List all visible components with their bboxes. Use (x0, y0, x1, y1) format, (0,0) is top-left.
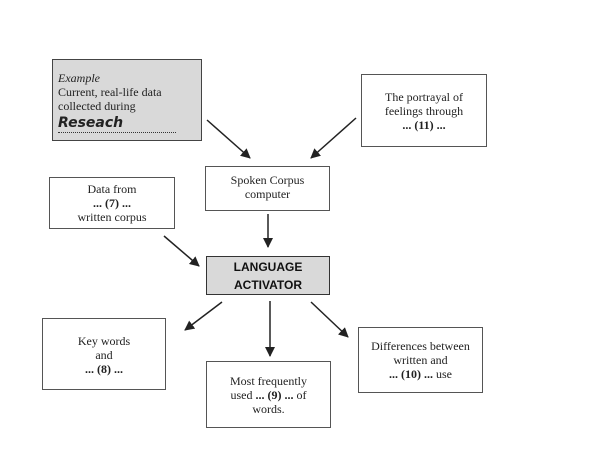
data-from-box: Data from ... (7) ... written corpus (49, 177, 175, 229)
example-box: Example Current, real-life data collecte… (52, 59, 202, 141)
blank-9: ... (9) ... (255, 387, 294, 402)
differences-line-3-suffix: use (436, 367, 452, 381)
activator-line-2: ACTIVATOR (234, 277, 302, 292)
arrow-activator-to-differences (310, 301, 349, 338)
portrayal-line-2: feelings through (384, 103, 464, 118)
most-line-3: words. (252, 401, 285, 416)
differences-line-2: written and (393, 353, 448, 367)
example-title: Example (58, 71, 100, 85)
differences-box: Differences between written and ... (10)… (358, 327, 483, 393)
activator-line-1: LANGUAGE (233, 259, 303, 274)
portrayal-line-1: The portrayal of (385, 89, 463, 104)
data-from-line-3: written corpus (77, 210, 147, 224)
differences-line-1: Differences between (371, 339, 470, 353)
data-from-line-1: Data from (87, 182, 137, 196)
arrow-data-from-to-activator (163, 235, 200, 267)
blank-7: ... (7) ... (93, 196, 131, 210)
example-word: Reseach (58, 114, 176, 133)
arrow-example-to-spoken (206, 119, 251, 159)
language-activator-box: LANGUAGE ACTIVATOR (206, 256, 330, 295)
portrayal-box: The portrayal of feelings through ... (1… (361, 74, 487, 147)
key-words-box: Key words and ... (8) ... (42, 318, 166, 390)
most-frequently-box: Most frequently used ... (9) ... of word… (206, 361, 331, 428)
most-line-2: used ... (9) ... of (231, 388, 307, 402)
example-line-2: collected during (58, 99, 136, 113)
differences-line-3: ... (10) ... use (389, 367, 452, 381)
spoken-line-2: computer (244, 187, 291, 201)
arrow-portrayal-to-spoken (310, 117, 357, 159)
blank-10: ... (10) ... (389, 367, 433, 381)
blank-11: ... (11) ... (402, 117, 446, 132)
blank-8: ... (8) ... (85, 362, 123, 376)
most-line-2-suffix: of (296, 387, 307, 402)
keywords-line-1: Key words (77, 334, 131, 348)
spoken-line-1: Spoken Corpus (230, 173, 305, 187)
arrow-activator-to-keywords (184, 301, 223, 331)
keywords-line-2: and (95, 348, 113, 362)
example-line-1: Current, real-life data (58, 85, 162, 99)
most-line-2-prefix: used (230, 387, 253, 402)
spoken-corpus-box: Spoken Corpus computer (205, 166, 330, 211)
most-line-1: Most frequently (230, 373, 307, 388)
